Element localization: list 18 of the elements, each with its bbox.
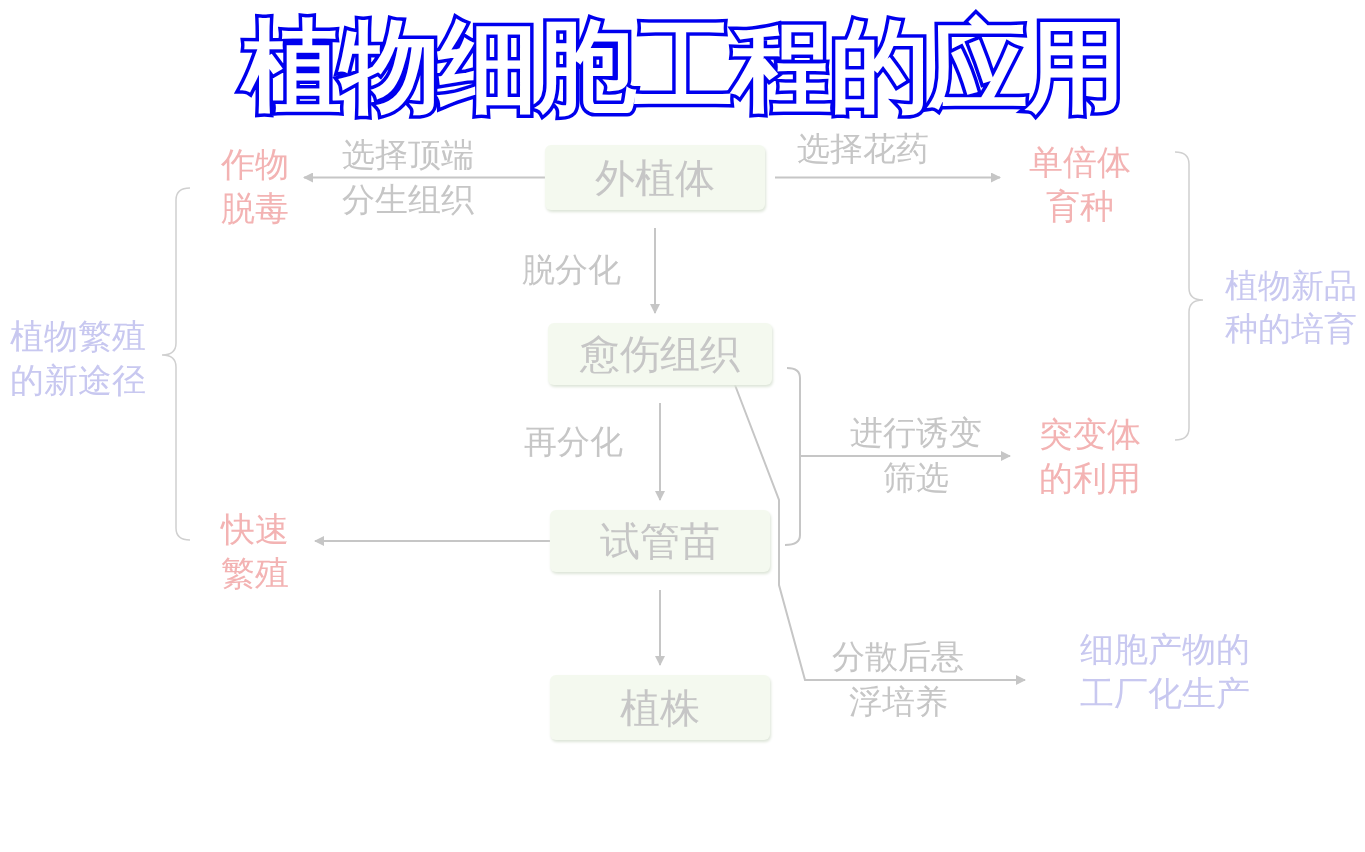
edge-label: 再分化 — [523, 421, 624, 463]
result-text: 突变体的利用 — [1020, 410, 1160, 502]
result-text: 单倍体育种 — [1010, 138, 1150, 230]
arrow — [784, 367, 1011, 546]
arrow — [774, 172, 1001, 183]
result-text: 快速繁殖 — [210, 505, 300, 597]
arrow — [655, 402, 665, 501]
result-text: 作物脱毒 — [210, 140, 300, 232]
edge-label: 脱分化 — [521, 249, 622, 291]
edge-label: 进行诱变筛选 — [849, 412, 983, 499]
edge-label: 分散后悬浮培养 — [831, 636, 965, 723]
arrow — [650, 227, 660, 314]
edge-label: 选择顶端分生组织 — [341, 134, 475, 221]
arrow — [303, 172, 546, 183]
edge-label: 选择花药 — [796, 128, 930, 170]
arrow — [314, 536, 551, 546]
arrow — [734, 384, 1026, 685]
arrow — [655, 589, 665, 666]
